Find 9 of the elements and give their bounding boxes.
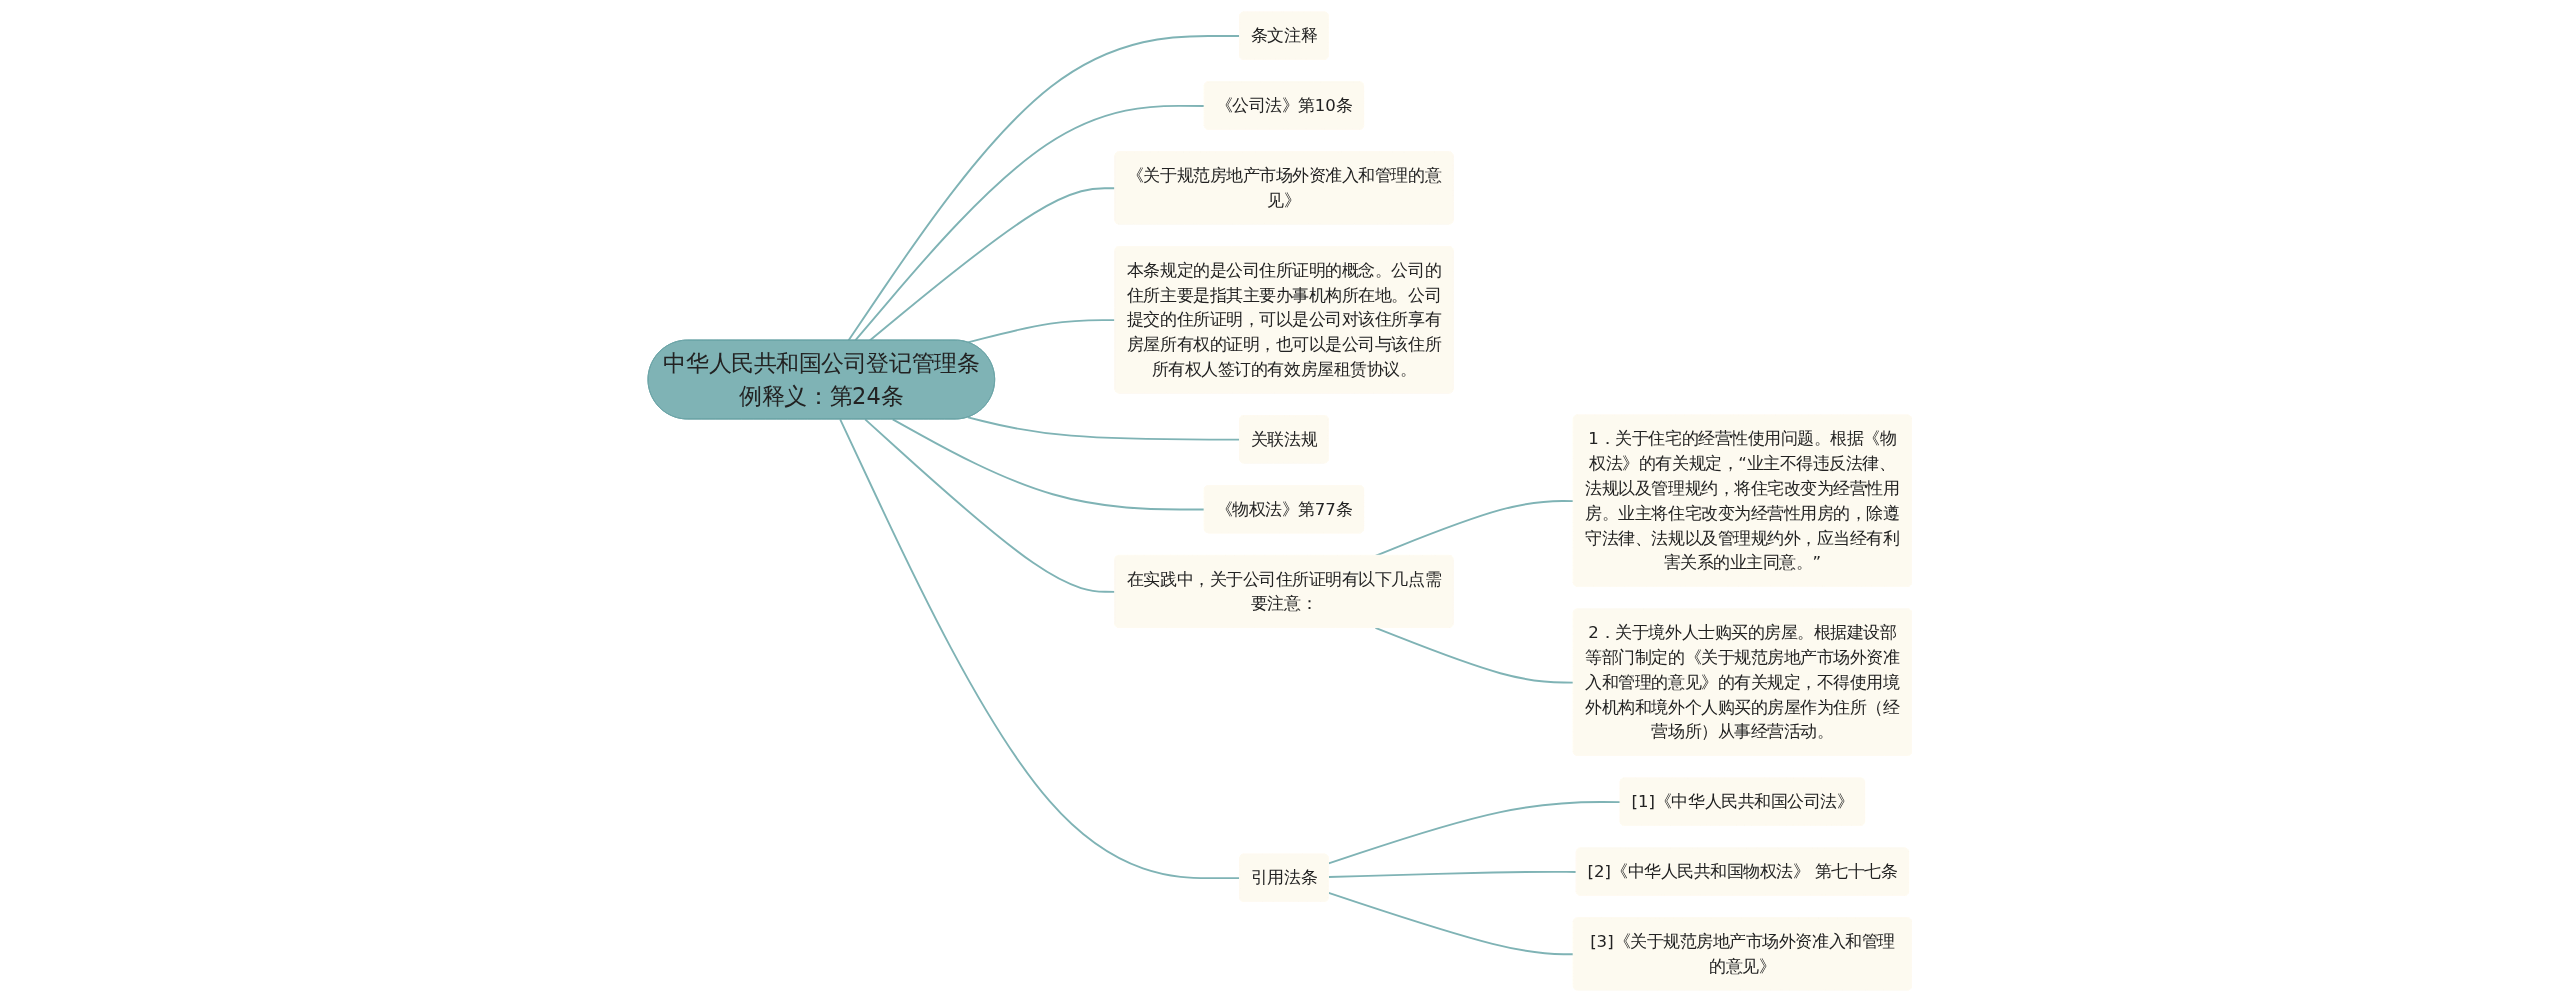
connector [1328, 800, 1622, 864]
connector [892, 417, 1206, 510]
connector [864, 417, 1117, 593]
connector [1328, 891, 1575, 955]
connector [967, 318, 1117, 343]
connector [869, 186, 1117, 341]
connector [1374, 626, 1575, 684]
connector [854, 104, 1206, 341]
connector [1328, 870, 1578, 878]
